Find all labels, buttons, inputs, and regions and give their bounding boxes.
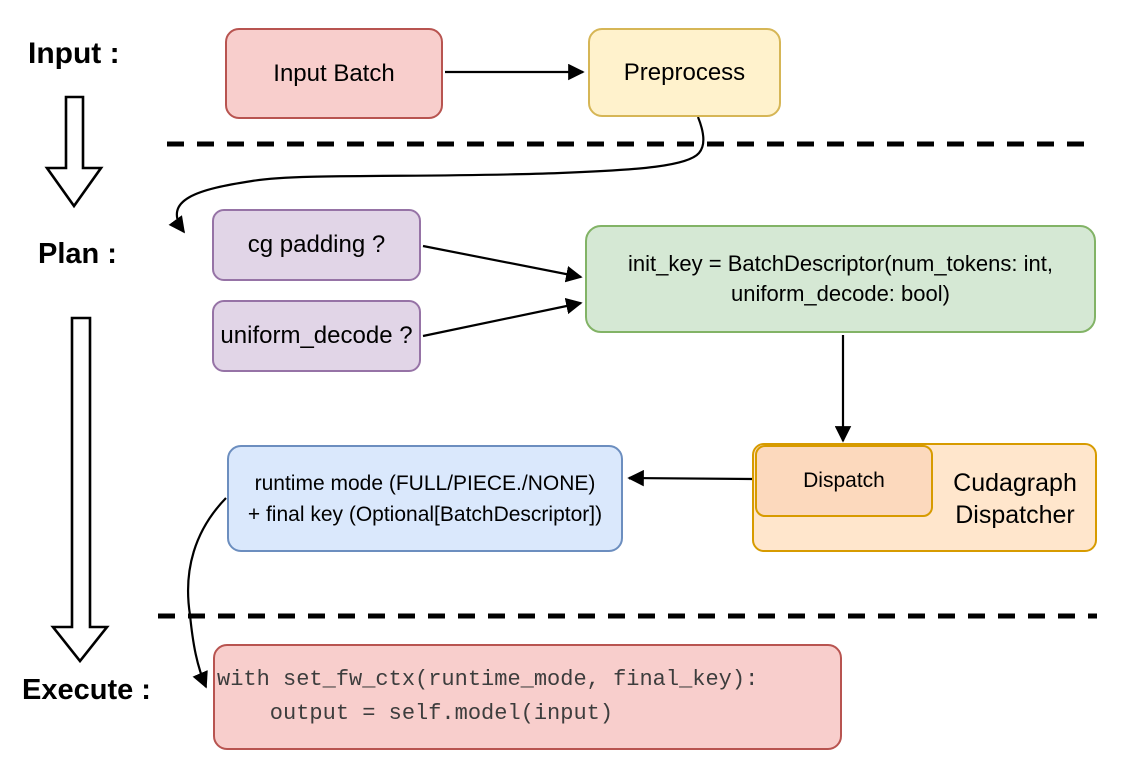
- node-runtime-mode-line2: + final key (Optional[BatchDescriptor]): [247, 502, 603, 526]
- node-uniform-decode: uniform_decode ?: [212, 300, 421, 372]
- arrow-cgpadding-to-initkey: [422, 244, 583, 283]
- node-runtime-mode-line1: runtime mode (FULL/PIECE./NONE): [254, 471, 596, 495]
- node-uniform-decode-label: uniform_decode ?: [220, 322, 413, 349]
- stage-label-execute: Execute :: [22, 674, 151, 706]
- arrow-runtime-to-execute: [186, 497, 227, 689]
- cudagraph-dispatcher-line1: Cudagraph: [953, 469, 1077, 497]
- node-dispatch-label: Dispatch: [803, 469, 885, 492]
- node-init-key: init_key = BatchDescriptor(num_tokens: i…: [585, 225, 1096, 333]
- node-init-key-line2: uniform_decode: bool): [731, 281, 950, 306]
- arrow-dispatch-to-runtime: [627, 469, 753, 487]
- execute-code-line1: with set_fw_ctx(runtime_mode, final_key)…: [217, 667, 759, 692]
- plan-to-execute-arrow: [50, 316, 110, 664]
- node-cg-padding: cg padding ?: [212, 209, 421, 281]
- node-cg-padding-label: cg padding ?: [247, 231, 386, 258]
- arrow-uniformdecode-to-initkey: [422, 297, 583, 338]
- node-init-key-line1: init_key = BatchDescriptor(num_tokens: i…: [628, 251, 1053, 276]
- node-preprocess-label: Preprocess: [623, 58, 746, 86]
- arrow-preprocess-to-cgpadding: [168, 116, 705, 234]
- node-dispatch: Dispatch: [755, 445, 933, 517]
- input-to-plan-arrow: [44, 95, 104, 209]
- node-execute-code: with set_fw_ctx(runtime_mode, final_key)…: [213, 644, 842, 750]
- node-runtime-mode: runtime mode (FULL/PIECE./NONE) + final …: [227, 445, 623, 552]
- node-input-batch: Input Batch: [225, 28, 443, 119]
- execute-code-line2: output = self.model(input): [217, 701, 614, 726]
- cudagraph-dispatcher-line2: Dispatcher: [955, 501, 1075, 529]
- node-preprocess: Preprocess: [588, 28, 781, 117]
- stage-label-plan: Plan :: [38, 238, 117, 270]
- stage-label-input: Input :: [28, 37, 120, 70]
- node-input-batch-label: Input Batch: [273, 59, 395, 87]
- cudagraph-dispatcher-label: Cudagraph Dispatcher: [933, 459, 1097, 539]
